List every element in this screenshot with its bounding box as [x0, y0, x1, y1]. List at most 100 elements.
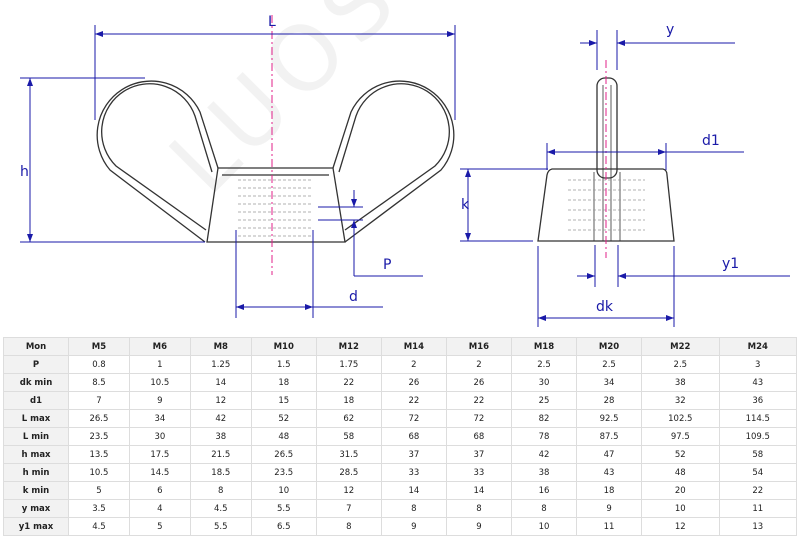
table-cell: 33	[445, 463, 512, 482]
table-cell: 16	[510, 481, 578, 500]
table-cell: 114.5	[718, 409, 798, 428]
row-label: L max	[3, 409, 69, 428]
table-cell: 31.5	[315, 445, 382, 464]
table-cell: 10	[510, 517, 578, 536]
table-cell: 33	[380, 463, 447, 482]
dim-label-y1: y1	[722, 256, 740, 272]
table-cell: 97.5	[641, 427, 720, 446]
table-cell: 28.5	[315, 463, 382, 482]
dim-label-P: P	[383, 257, 392, 273]
table-cell: 22	[445, 391, 512, 410]
table-cell: 2.5	[641, 355, 720, 374]
table-cell: 72	[445, 409, 512, 428]
table-cell: 37	[380, 445, 447, 464]
row-label: L min	[3, 427, 69, 446]
table-cell: 8	[445, 499, 512, 518]
column-header: M16	[445, 337, 512, 356]
table-cell: 12	[189, 391, 252, 410]
table-cell: 20	[641, 481, 720, 500]
table-cell: 52	[641, 445, 720, 464]
table-cell: 4	[128, 499, 191, 518]
row-label: P	[3, 355, 69, 374]
table-cell: 25	[510, 391, 578, 410]
column-header: M5	[68, 337, 130, 356]
table-cell: 37	[445, 445, 512, 464]
table-cell: 72	[380, 409, 447, 428]
side-body	[537, 168, 675, 242]
table-cell: 14	[380, 481, 447, 500]
table-cell: 9	[445, 517, 512, 536]
table-cell: 13.5	[68, 445, 130, 464]
column-header: M24	[718, 337, 798, 356]
table-cell: 10.5	[128, 373, 191, 392]
table-cell: 42	[189, 409, 252, 428]
column-header: M18	[510, 337, 578, 356]
table-cell: 102.5	[641, 409, 720, 428]
table-cell: 23.5	[68, 427, 130, 446]
table-cell: 2.5	[576, 355, 643, 374]
table-cell: 7	[68, 391, 130, 410]
table-cell: 36	[718, 391, 798, 410]
table-cell: 38	[189, 427, 252, 446]
table-cell: 1.25	[189, 355, 252, 374]
table-cell: 52	[250, 409, 317, 428]
table-cell: 11	[576, 517, 643, 536]
table-cell: 12	[641, 517, 720, 536]
dim-label-d1: d1	[702, 133, 720, 149]
table-cell: 3	[718, 355, 798, 374]
technical-drawing	[20, 15, 790, 327]
table-cell: 62	[315, 409, 382, 428]
table-cell: 9	[576, 499, 643, 518]
table-cell: 6.5	[250, 517, 317, 536]
table-cell: 34	[576, 373, 643, 392]
table-cell: 42	[510, 445, 578, 464]
table-cell: 6	[128, 481, 191, 500]
table-cell: 2	[380, 355, 447, 374]
table-cell: 18	[576, 481, 643, 500]
table-cell: 58	[718, 445, 798, 464]
table-cell: 13	[718, 517, 798, 536]
table-cell: 1.75	[315, 355, 382, 374]
dim-label-L: L	[268, 14, 276, 30]
table-cell: 38	[510, 463, 578, 482]
table-cell: 26	[380, 373, 447, 392]
table-cell: 2	[445, 355, 512, 374]
table-cell: 9	[380, 517, 447, 536]
table-cell: 14	[189, 373, 252, 392]
table-cell: 92.5	[576, 409, 643, 428]
table-cell: 14	[445, 481, 512, 500]
table-cell: 7	[315, 499, 382, 518]
table-cell: 38	[641, 373, 720, 392]
table-cell: 68	[380, 427, 447, 446]
table-cell: 8.5	[68, 373, 130, 392]
table-cell: 22	[315, 373, 382, 392]
table-cell: 26	[445, 373, 512, 392]
table-cell: 26.5	[68, 409, 130, 428]
right-wing	[332, 80, 455, 243]
table-cell: 10.5	[68, 463, 130, 482]
nut-body	[206, 167, 346, 243]
table-cell: 3.5	[68, 499, 130, 518]
table-cell: 30	[510, 373, 578, 392]
row-label: h min	[3, 463, 69, 482]
table-cell: 54	[718, 463, 798, 482]
table-cell: 5	[68, 481, 130, 500]
table-cell: 5.5	[250, 499, 317, 518]
table-cell: 78	[510, 427, 578, 446]
row-label: dk min	[3, 373, 69, 392]
side-wing	[596, 77, 618, 179]
table-cell: 68	[445, 427, 512, 446]
table-cell: 47	[576, 445, 643, 464]
table-cell: 34	[128, 409, 191, 428]
dim-label-y: y	[666, 22, 675, 38]
row-label: h max	[3, 445, 69, 464]
table-cell: 109.5	[718, 427, 798, 446]
table-cell: 2.5	[510, 355, 578, 374]
